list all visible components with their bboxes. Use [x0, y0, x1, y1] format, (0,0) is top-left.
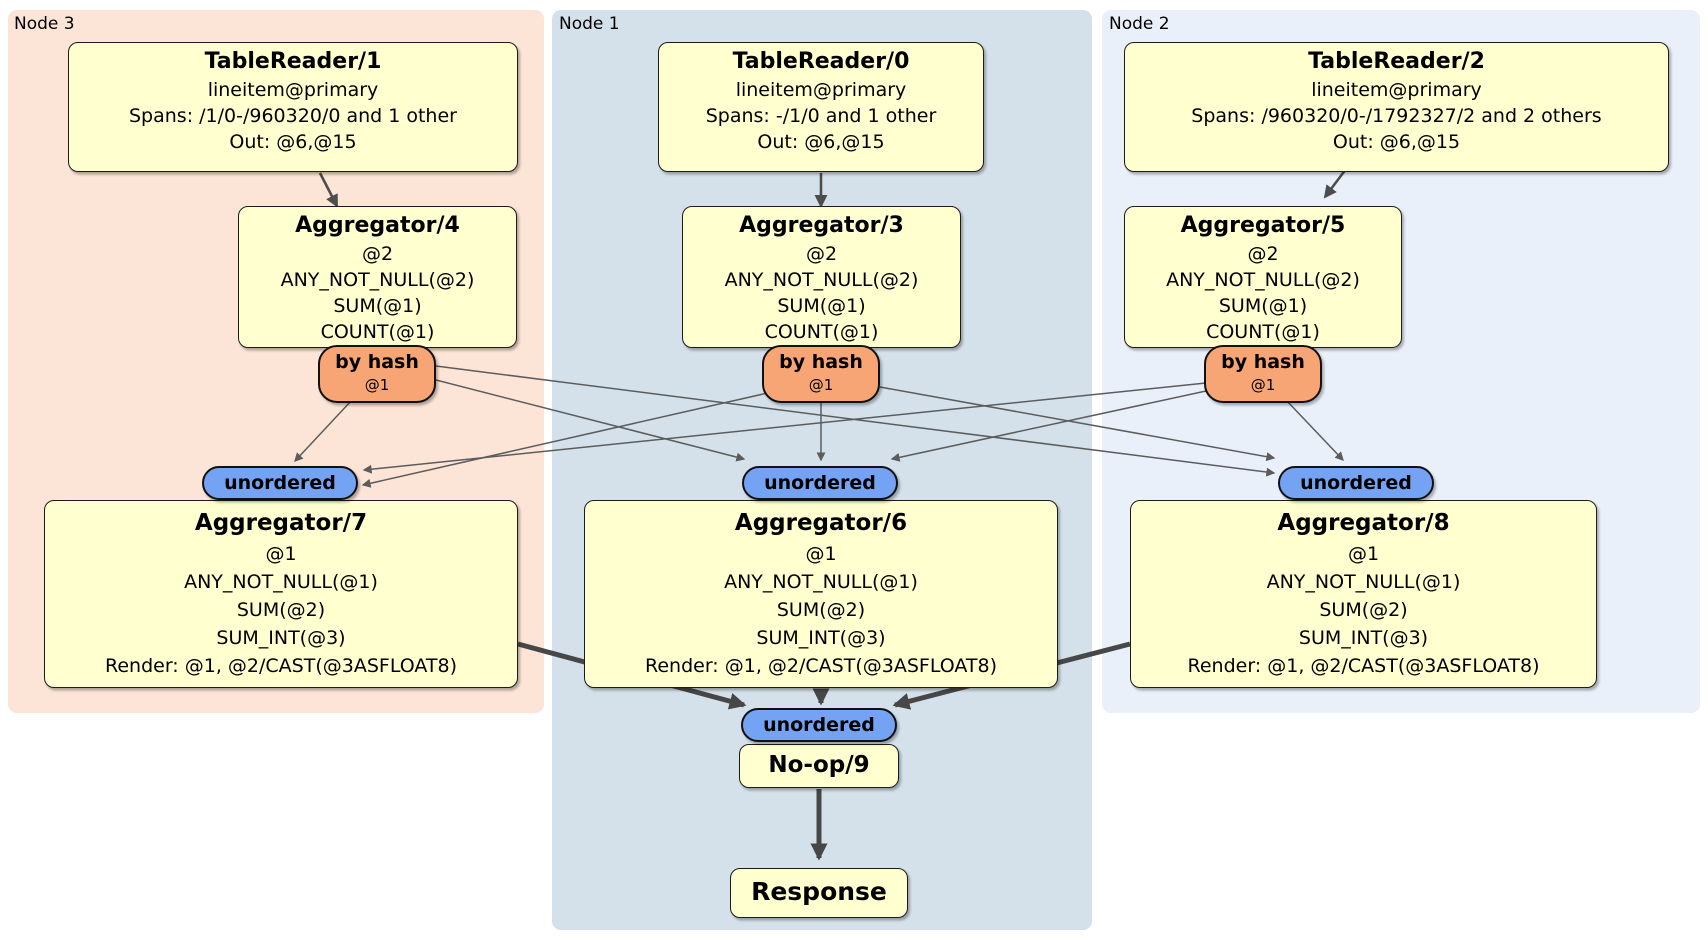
aggregator8-sum: SUM(@2) [1319, 599, 1408, 621]
tablereader1-box: TableReader/1 lineitem@primary Spans: /1… [68, 42, 518, 172]
byhash-router-aggregator5: by hash @1 [1204, 345, 1322, 403]
aggregator6-groupcols: @1 [805, 543, 837, 565]
aggregator3-anynotnull: ANY_NOT_NULL(@2) [724, 269, 919, 291]
tablereader2-index: lineitem@primary [1311, 79, 1482, 101]
aggregator6-anynotnull: ANY_NOT_NULL(@1) [724, 571, 918, 593]
aggregator4-count: COUNT(@1) [320, 321, 435, 343]
aggregator8-box: Aggregator/8 @1 ANY_NOT_NULL(@1) SUM(@2)… [1130, 500, 1597, 688]
byhash-columns: @1 [1250, 376, 1276, 394]
byhash-router-aggregator3: by hash @1 [762, 345, 880, 403]
response-title: Response [751, 877, 887, 906]
aggregator4-box: Aggregator/4 @2 ANY_NOT_NULL(@2) SUM(@1)… [238, 206, 517, 348]
aggregator5-anynotnull: ANY_NOT_NULL(@2) [1166, 269, 1360, 291]
aggregator3-groupcols: @2 [805, 243, 838, 265]
tablereader1-title: TableReader/1 [204, 49, 382, 74]
aggregator4-sum: SUM(@1) [333, 295, 422, 317]
unordered-stream-final: unordered [741, 708, 897, 742]
aggregator3-box: Aggregator/3 @2 ANY_NOT_NULL(@2) SUM(@1)… [682, 206, 961, 348]
aggregator6-title: Aggregator/6 [734, 510, 908, 536]
aggregator5-sum: SUM(@1) [1218, 295, 1308, 317]
aggregator7-title: Aggregator/7 [194, 510, 368, 536]
tablereader1-spans: Spans: /1/0-/960320/0 and 1 other [129, 105, 457, 127]
byhash-label: by hash [779, 351, 863, 373]
aggregator3-title: Aggregator/3 [739, 213, 904, 238]
aggregator3-sum: SUM(@1) [777, 295, 866, 317]
aggregator5-groupcols: @2 [1247, 243, 1279, 265]
tablereader0-title: TableReader/0 [732, 49, 910, 74]
unordered-stream-left: unordered [202, 466, 358, 500]
aggregator8-sumint: SUM_INT(@3) [1298, 627, 1429, 649]
aggregator7-groupcols: @1 [265, 543, 297, 565]
aggregator5-title: Aggregator/5 [1180, 213, 1346, 238]
aggregator4-anynotnull: ANY_NOT_NULL(@2) [280, 269, 475, 291]
aggregator7-sum: SUM(@2) [236, 599, 326, 621]
node3-label: Node 3 [14, 14, 75, 34]
byhash-label: by hash [335, 351, 419, 373]
aggregator7-anynotnull: ANY_NOT_NULL(@1) [184, 571, 378, 593]
tablereader2-spans: Spans: /960320/0-/1792327/2 and 2 others [1191, 105, 1602, 127]
aggregator4-groupcols: @2 [361, 243, 394, 265]
aggregator6-box: Aggregator/6 @1 ANY_NOT_NULL(@1) SUM(@2)… [584, 500, 1058, 688]
aggregator3-count: COUNT(@1) [764, 321, 879, 343]
byhash-router-aggregator4: by hash @1 [318, 345, 436, 403]
aggregator7-sumint: SUM_INT(@3) [216, 627, 346, 649]
aggregator8-groupcols: @1 [1347, 543, 1380, 565]
tablereader1-index: lineitem@primary [207, 79, 379, 101]
aggregator7-render: Render: @1, @2/CAST(@3ASFLOAT8) [105, 655, 457, 677]
aggregator6-render: Render: @1, @2/CAST(@3ASFLOAT8) [645, 655, 997, 677]
aggregator6-sumint: SUM_INT(@3) [756, 627, 886, 649]
aggregator5-count: COUNT(@1) [1206, 321, 1320, 343]
unordered-stream-mid: unordered [742, 466, 898, 500]
aggregator4-title: Aggregator/4 [295, 213, 460, 238]
unordered-stream-right: unordered [1278, 466, 1434, 500]
node2-label: Node 2 [1109, 14, 1170, 34]
aggregator8-title: Aggregator/8 [1277, 510, 1450, 536]
noop9-title: No-op/9 [768, 752, 870, 778]
noop9-box: No-op/9 [739, 744, 899, 788]
tablereader0-spans: Spans: -/1/0 and 1 other [705, 105, 937, 127]
tablereader0-box: TableReader/0 lineitem@primary Spans: -/… [658, 42, 984, 172]
tablereader2-box: TableReader/2 lineitem@primary Spans: /9… [1124, 42, 1669, 172]
node1-label: Node 1 [559, 14, 620, 34]
aggregator8-anynotnull: ANY_NOT_NULL(@1) [1266, 571, 1461, 593]
byhash-columns: @1 [808, 376, 834, 394]
response-box: Response [730, 868, 908, 918]
aggregator5-box: Aggregator/5 @2 ANY_NOT_NULL(@2) SUM(@1)… [1124, 206, 1402, 348]
byhash-columns: @1 [364, 376, 390, 394]
tablereader0-out: Out: @6,@15 [757, 131, 885, 153]
aggregator7-box: Aggregator/7 @1 ANY_NOT_NULL(@1) SUM(@2)… [44, 500, 518, 688]
tablereader2-out: Out: @6,@15 [1332, 131, 1461, 153]
tablereader2-title: TableReader/2 [1308, 49, 1485, 74]
aggregator6-sum: SUM(@2) [776, 599, 866, 621]
byhash-label: by hash [1221, 351, 1305, 373]
tablereader0-index: lineitem@primary [735, 79, 907, 101]
aggregator8-render: Render: @1, @2/CAST(@3ASFLOAT8) [1187, 655, 1540, 677]
tablereader1-out: Out: @6,@15 [229, 131, 357, 153]
